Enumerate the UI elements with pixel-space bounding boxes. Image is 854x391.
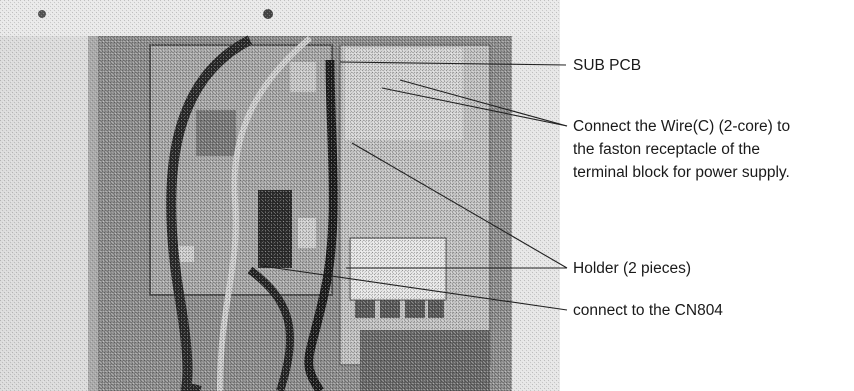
- leader-lines: [261, 61, 568, 311]
- leader-holder-upper: [351, 142, 568, 269]
- label-wire-line2: the faston receptacle of the: [573, 141, 760, 158]
- leader-sub-pcb: [339, 61, 567, 66]
- label-wire-line1: Connect the Wire(C) (2-core) to: [573, 118, 790, 135]
- label-sub-pcb: SUB PCB: [573, 57, 641, 74]
- label-holder: Holder (2 pieces): [573, 260, 691, 277]
- leader-cn804: [261, 265, 568, 311]
- unit-photo: [0, 0, 560, 391]
- leader-wire-a: [399, 79, 568, 127]
- leader-wire-b: [381, 87, 568, 127]
- label-cn804: connect to the CN804: [573, 302, 723, 319]
- label-wire-line3: terminal block for power supply.: [573, 164, 790, 181]
